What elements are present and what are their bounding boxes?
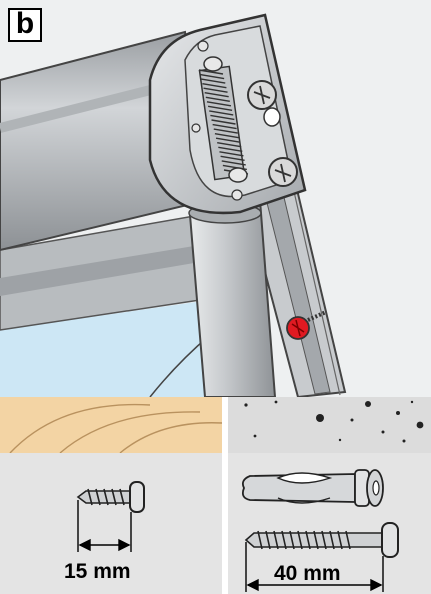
short-screw [76,481,145,513]
wall-screw-top [247,80,281,127]
short-screw-dimension [77,500,132,552]
concrete-surface [228,397,431,453]
wood-grain [9,403,223,454]
wall-plug [241,469,384,507]
guide-post [188,198,277,398]
long-screw [244,522,399,558]
long-screw-dimension [245,542,384,592]
panel-label: b [8,8,42,42]
red-screw [286,310,327,340]
long-screw-length: 40 mm [274,562,341,585]
wood-fastener-panel [0,453,222,594]
concrete-pores [244,400,424,443]
short-screw-length: 15 mm [64,560,131,583]
spring-anchor-top [203,56,223,72]
cap-screws [191,40,243,201]
window-glass [0,300,210,397]
wall-screw-bottom [268,157,298,187]
panel-divider [222,397,228,594]
spring-anchor-bottom [228,167,248,183]
window-frame-shadow [0,245,200,296]
side-rail-edge [287,164,341,396]
